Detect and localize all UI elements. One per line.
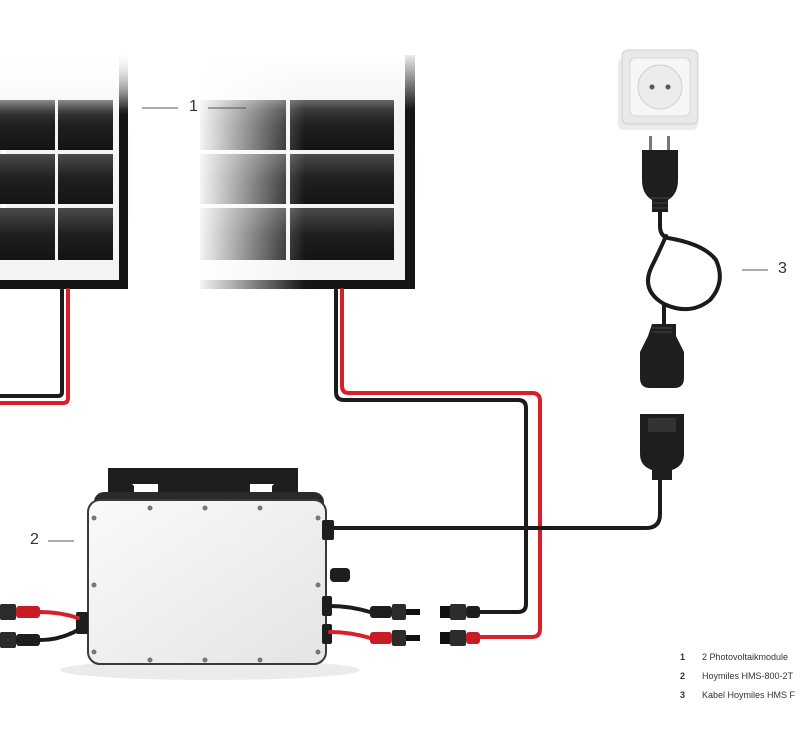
mc4-connectors-left <box>0 604 40 648</box>
legend-item: 3 Kabel Hoymiles HMS F <box>680 686 800 705</box>
legend-text: 2 Photovoltaikmodule <box>702 652 789 662</box>
legend-item: 2 Hoymiles HMS-800-2T <box>680 667 800 686</box>
schuko-plug <box>642 136 678 212</box>
legend-text: Hoymiles HMS-800-2T <box>702 671 794 681</box>
microinverter <box>60 468 360 680</box>
legend-item: 1 2 Photovoltaikmodule <box>680 648 800 667</box>
inverter-dc-leads-right <box>328 604 372 640</box>
callout-cable: 3 <box>778 260 787 277</box>
cable-coupler <box>640 324 684 480</box>
callout-lines <box>48 107 768 542</box>
legend-number: 1 <box>680 652 686 662</box>
legend-number: 3 <box>680 690 686 700</box>
mc4-connectors-right <box>370 604 480 646</box>
panel-left-cables <box>0 288 70 405</box>
callout-inverter: 2 <box>30 531 39 548</box>
inverter-dc-leads-left <box>38 610 80 642</box>
legend-text: Kabel Hoymiles HMS F <box>702 690 796 700</box>
panel-right-cables <box>334 288 542 639</box>
legend-number: 2 <box>680 671 686 681</box>
callout-panels: 1 <box>189 98 198 115</box>
parts-legend: 1 2 Photovoltaikmodule 2 Hoymiles HMS-800-… <box>680 648 800 705</box>
wall-socket <box>618 49 699 130</box>
